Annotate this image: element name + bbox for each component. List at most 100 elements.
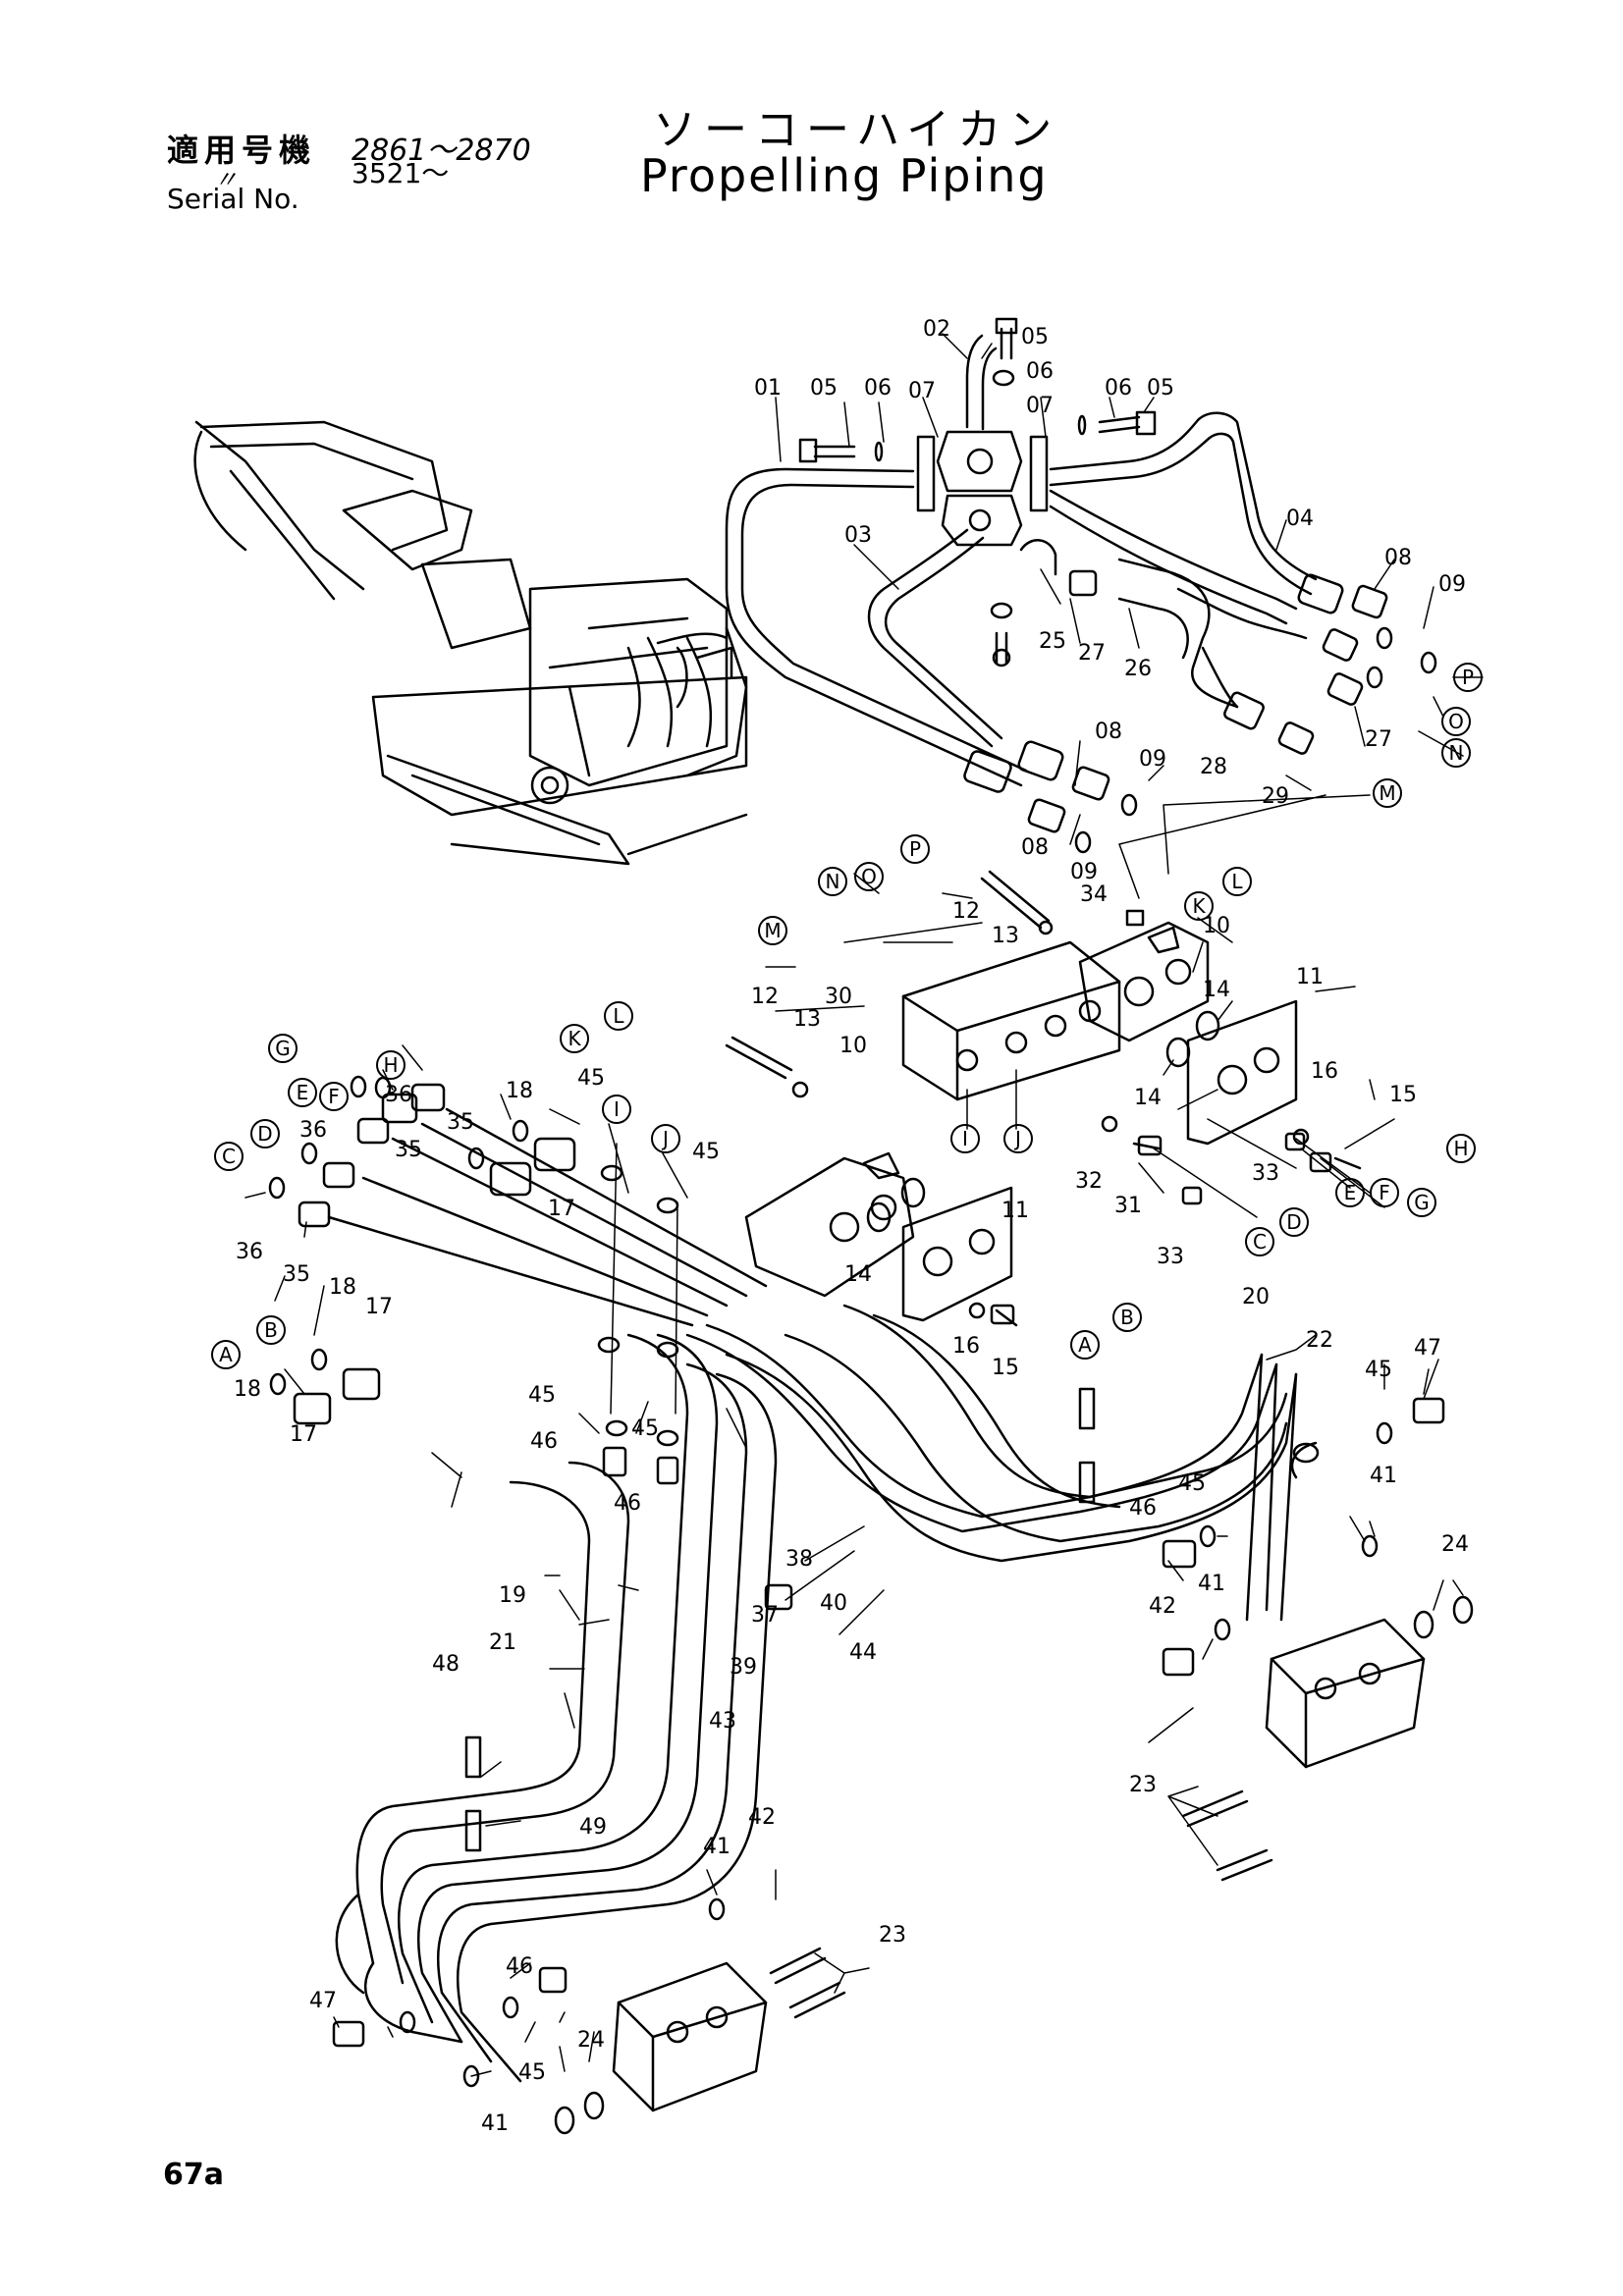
valve-block [725, 870, 1362, 1327]
port-D-right: D [1279, 1207, 1309, 1237]
port-A-right: A [1070, 1330, 1100, 1360]
callout-15a: 15 [1389, 1083, 1417, 1107]
svg-text:M: M [1379, 781, 1395, 805]
callout-35c: 35 [283, 1262, 310, 1287]
callout-16b: 16 [952, 1334, 980, 1359]
port-G-right: G [1407, 1188, 1436, 1217]
callout-09a: 09 [1438, 572, 1466, 597]
svg-text:G: G [275, 1037, 291, 1060]
port-L-mid: L [604, 1001, 633, 1031]
port-M-mid: M [758, 916, 787, 945]
port-H-left: H [376, 1050, 406, 1080]
callout-30: 30 [825, 985, 852, 1009]
svg-text:A: A [219, 1343, 233, 1366]
serial-range-1: 2861～2870 [352, 133, 531, 168]
callout-07b: 07 [1026, 394, 1054, 418]
svg-text:F: F [1379, 1181, 1390, 1204]
callout-26: 26 [1124, 657, 1152, 681]
port-N-mid: N [818, 867, 847, 896]
callout-45e: 45 [1365, 1358, 1392, 1382]
port-J-mid: J [1003, 1124, 1033, 1153]
callout-45b: 45 [692, 1140, 720, 1164]
port-C-right: C [1245, 1227, 1274, 1256]
callout-06c: 06 [1105, 376, 1132, 400]
svg-text:G: G [1414, 1191, 1430, 1214]
callout-08a: 08 [1384, 546, 1412, 570]
callout-36a: 36 [385, 1083, 412, 1107]
title-jp: ソーコーハイカン [653, 105, 1060, 155]
callout-09c: 09 [1070, 860, 1098, 884]
callout-14a: 14 [1203, 978, 1230, 1002]
excavator-illustration [193, 420, 748, 866]
callout-31: 31 [1114, 1194, 1142, 1218]
callout-07a: 07 [908, 379, 936, 403]
port-P-mid: P [900, 834, 930, 864]
svg-text:I: I [962, 1127, 968, 1150]
callout-05a: 05 [1021, 325, 1049, 349]
callout-29: 29 [1262, 784, 1289, 809]
svg-text:D: D [257, 1122, 272, 1146]
callout-44: 44 [849, 1640, 877, 1665]
callout-23a: 23 [1129, 1773, 1157, 1797]
port-E-right: E [1335, 1178, 1365, 1207]
serial-label-jp: 適用号機 [167, 132, 317, 169]
callout-01: 01 [754, 376, 782, 400]
callout-39: 39 [730, 1655, 757, 1680]
callout-19: 19 [499, 1583, 526, 1608]
callout-03: 03 [844, 523, 872, 548]
callout-33b: 33 [1157, 1245, 1184, 1269]
main-pipe-bundle [327, 1107, 1474, 2135]
callout-09b: 09 [1139, 747, 1166, 772]
callout-32: 32 [1075, 1169, 1103, 1194]
port-O-mid: O [854, 862, 884, 891]
svg-text:E: E [297, 1081, 309, 1104]
callout-24a: 24 [1441, 1532, 1469, 1557]
svg-text:B: B [264, 1318, 278, 1342]
callout-46a: 46 [530, 1429, 558, 1454]
port-H-right: H [1446, 1134, 1476, 1163]
port-F-right: F [1370, 1178, 1399, 1207]
callout-41c: 41 [703, 1835, 730, 1859]
callout-36c: 36 [236, 1240, 263, 1264]
callout-35b: 35 [395, 1138, 422, 1162]
port-markers: P O N M L K P O N M L K I J H E F G C D … [211, 663, 1483, 1369]
port-A-left: A [211, 1340, 241, 1369]
left-fittings [268, 1075, 679, 1425]
callout-43: 43 [709, 1709, 736, 1734]
callout-17c: 17 [290, 1422, 317, 1447]
callout-41b: 41 [1198, 1572, 1225, 1596]
port-O-top: O [1441, 707, 1471, 736]
callout-46c: 46 [1129, 1496, 1157, 1521]
svg-text:E: E [1344, 1181, 1357, 1204]
callout-04: 04 [1286, 507, 1314, 531]
svg-text:L: L [613, 1004, 624, 1028]
serial-range-2: 3521～ [352, 157, 450, 189]
svg-text:J: J [661, 1127, 669, 1150]
port-J-left: J [651, 1124, 680, 1153]
callout-27a: 27 [1078, 641, 1106, 666]
callout-20: 20 [1242, 1285, 1270, 1309]
callout-22: 22 [1306, 1328, 1333, 1353]
svg-text:A: A [1078, 1333, 1092, 1357]
callout-18b: 18 [329, 1275, 356, 1300]
port-B-right: B [1112, 1303, 1142, 1332]
port-F-left: F [319, 1082, 349, 1111]
svg-text:O: O [861, 865, 877, 888]
port-I-mid: I [950, 1124, 980, 1153]
callout-42a: 42 [1149, 1594, 1176, 1619]
callout-02: 02 [923, 317, 950, 342]
callout-labels: 01 02 03 04 05 05 05 06 06 06 07 07 08 0… [234, 317, 1469, 2136]
callout-12b: 12 [751, 985, 779, 1009]
callout-11a: 11 [1296, 965, 1324, 989]
title-en: Propelling Piping [640, 149, 1049, 202]
callout-12a: 12 [952, 899, 980, 924]
callout-18a: 18 [506, 1079, 533, 1103]
port-C-left: C [214, 1142, 243, 1171]
serial-label-en: Serial No. [167, 183, 299, 215]
callout-17a: 17 [548, 1197, 575, 1221]
callout-28: 28 [1200, 755, 1227, 779]
svg-text:H: H [383, 1053, 398, 1077]
callout-41a: 41 [1370, 1464, 1397, 1488]
page-number: 67a [163, 2158, 224, 2192]
svg-text:P: P [1462, 666, 1474, 689]
